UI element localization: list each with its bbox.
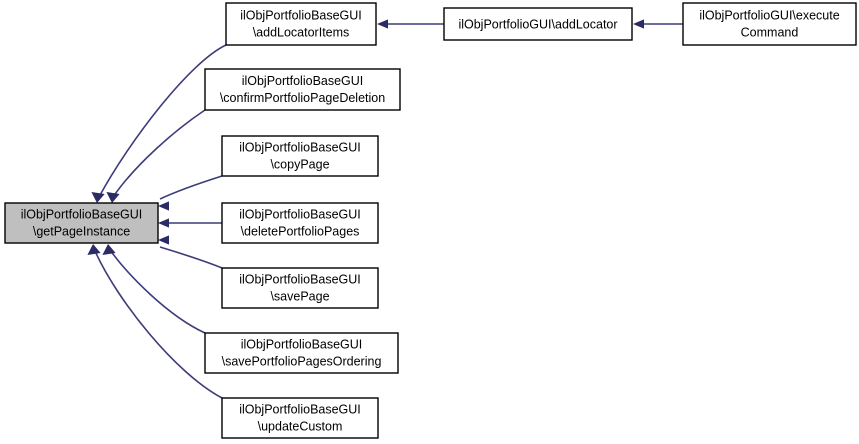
node-label-line1: ilObjPortfolioBaseGUI (240, 8, 362, 22)
graph-node-addLocatorItems[interactable]: ilObjPortfolioBaseGUI \addLocatorItems (225, 2, 377, 46)
node-label-line2: \copyPage (270, 157, 329, 171)
node-label-line1: ilObjPortfolioBaseGUI (239, 207, 361, 221)
node-label-line1: ilObjPortfolioBaseGUI (239, 402, 361, 416)
node-box (225, 2, 377, 46)
node-label-line1: ilObjPortfolioBaseGUI (239, 272, 361, 286)
node-label-line1: ilObjPortfolioBaseGUI (21, 207, 143, 221)
node-label-line1: ilObjPortfolioBaseGUI (241, 337, 363, 351)
edges-layer (87, 19, 683, 399)
graph-node-getPageInstance[interactable]: ilObjPortfolioBaseGUI \getPageInstance (4, 202, 159, 244)
graph-node-addLocator[interactable]: ilObjPortfolioGUI\addLocator (443, 7, 633, 41)
node-label-line2: \addLocatorItems (253, 25, 350, 39)
node-box (4, 202, 159, 244)
node-label-line1: ilObjPortfolioGUI\addLocator (458, 17, 617, 31)
call-edge (158, 175, 223, 211)
node-box (443, 7, 633, 41)
node-box (221, 267, 379, 309)
node-label-line2: Command (741, 25, 799, 39)
graph-node-updateCustom[interactable]: ilObjPortfolioBaseGUI \updateCustom (221, 397, 379, 439)
node-label-line2: \savePage (270, 289, 329, 303)
graph-node-savePortfolioPagesOrdering[interactable]: ilObjPortfolioBaseGUI \savePortfolioPages… (204, 332, 399, 374)
node-label-line1: ilObjPortfolioGUI\execute (699, 8, 839, 22)
call-edge (87, 244, 223, 399)
node-label-line2: \confirmPortfolioPageDeletion (220, 91, 385, 105)
node-label-line2: \updateCustom (258, 419, 343, 433)
node-box (682, 2, 857, 46)
call-edge (377, 19, 444, 29)
node-box (204, 68, 401, 111)
call-edge (106, 109, 206, 203)
call-edge (158, 235, 223, 269)
call-edge (102, 244, 206, 334)
node-label-line1: ilObjPortfolioBaseGUI (239, 140, 361, 154)
node-box (204, 332, 399, 374)
node-label-line2: \deletePortfolioPages (241, 224, 360, 238)
graph-node-savePage[interactable]: ilObjPortfolioBaseGUI \savePage (221, 267, 379, 309)
node-box (221, 397, 379, 439)
call-edge (91, 44, 227, 203)
nodes-layer: ilObjPortfolioBaseGUI\getPageInstanceilO… (4, 2, 857, 439)
call-edge (158, 218, 222, 228)
graph-node-confirmPortfolioPageDeletion[interactable]: ilObjPortfolioBaseGUI \confirmPortfolioPa… (204, 68, 401, 111)
node-label-line1: ilObjPortfolioBaseGUI (242, 74, 364, 88)
call-edge (633, 19, 683, 29)
graph-node-copyPage[interactable]: ilObjPortfolioBaseGUI \copyPage (221, 135, 379, 177)
node-box (221, 202, 379, 244)
graph-node-deletePortfolioPages[interactable]: ilObjPortfolioBaseGUI \deletePortfolioPag… (221, 202, 379, 244)
node-label-line2: \savePortfolioPagesOrdering (222, 354, 382, 368)
node-label-line2: \getPageInstance (33, 224, 130, 238)
node-box (221, 135, 379, 177)
